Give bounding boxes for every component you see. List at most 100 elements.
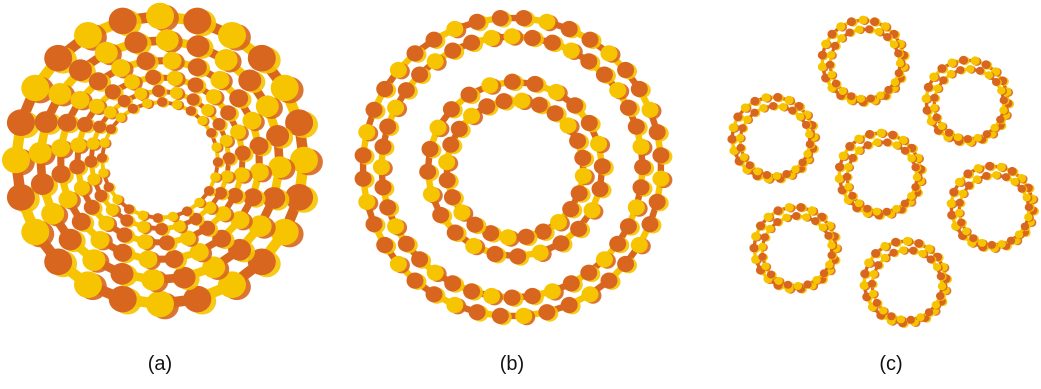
atom-orange xyxy=(561,21,578,37)
atom-orange xyxy=(69,59,92,81)
atom-yellow xyxy=(504,28,521,44)
atom-orange xyxy=(594,158,611,174)
atom-yellow xyxy=(642,102,659,118)
atom-orange xyxy=(398,82,415,98)
atom-yellow xyxy=(590,136,607,152)
atom-yellow xyxy=(761,262,769,270)
atom-yellow xyxy=(423,186,440,202)
atom-orange xyxy=(963,169,972,178)
atom-orange xyxy=(581,115,598,131)
atom-orange xyxy=(883,138,891,146)
atom-yellow xyxy=(998,240,1006,248)
atom-orange xyxy=(927,255,935,263)
atom-yellow xyxy=(111,59,130,77)
atom-yellow xyxy=(879,307,887,315)
atom-orange xyxy=(901,147,909,155)
atom-orange xyxy=(157,97,167,107)
atom-orange xyxy=(784,281,792,289)
atom-orange xyxy=(113,244,132,262)
atom-orange xyxy=(845,142,854,151)
atom-orange xyxy=(173,267,196,289)
atom-yellow xyxy=(548,84,565,100)
atom-orange xyxy=(792,212,800,220)
atom-yellow xyxy=(918,250,926,258)
atom-orange xyxy=(398,236,415,252)
atom-orange xyxy=(949,188,958,197)
atom-orange xyxy=(796,203,805,212)
atom-yellow xyxy=(779,103,787,111)
atom-yellow xyxy=(907,192,915,200)
atom-orange xyxy=(788,107,796,115)
atom-yellow xyxy=(609,82,626,98)
atom-orange xyxy=(873,299,881,307)
atom-yellow xyxy=(112,195,122,205)
atom-orange xyxy=(868,280,876,288)
atom-orange xyxy=(444,43,461,59)
atom-yellow xyxy=(880,242,889,251)
atom-orange xyxy=(1025,203,1033,211)
atom-yellow xyxy=(234,167,250,182)
atom-yellow xyxy=(869,290,877,298)
atom-yellow xyxy=(844,163,852,171)
atom-orange xyxy=(58,114,77,132)
atom-orange xyxy=(803,280,811,288)
atom-yellow xyxy=(156,29,179,51)
atom-orange xyxy=(827,30,836,39)
atom-orange xyxy=(444,275,461,291)
atom-orange xyxy=(895,69,903,77)
atom-yellow xyxy=(387,218,404,234)
atom-orange xyxy=(867,95,875,103)
atom-orange xyxy=(860,269,869,278)
atom-yellow xyxy=(922,94,931,103)
atom-orange xyxy=(187,93,200,105)
atom-yellow xyxy=(791,165,799,173)
atom-yellow xyxy=(91,231,110,249)
atom-orange xyxy=(733,112,742,121)
atom-orange xyxy=(461,87,478,103)
atom-orange xyxy=(828,251,836,259)
atom-yellow xyxy=(21,75,49,102)
atom-yellow xyxy=(761,93,770,102)
atom-orange xyxy=(52,165,71,183)
atom-orange xyxy=(617,256,634,272)
atom-yellow xyxy=(899,246,907,254)
atom-orange xyxy=(153,213,163,223)
atom-yellow xyxy=(836,22,845,31)
atom-yellow xyxy=(201,104,214,116)
atom-yellow xyxy=(855,26,863,34)
atom-yellow xyxy=(215,49,238,71)
atom-orange xyxy=(97,153,107,163)
atom-orange xyxy=(620,218,637,234)
atom-yellow xyxy=(974,164,983,173)
atom-orange xyxy=(376,81,393,97)
atom-yellow xyxy=(390,256,407,272)
atom-orange xyxy=(547,105,564,121)
bundle-tube-6 xyxy=(749,203,842,294)
atom-orange xyxy=(220,105,236,120)
atom-yellow xyxy=(903,237,912,246)
atom-yellow xyxy=(990,124,998,132)
atom-orange xyxy=(983,130,991,138)
atom-yellow xyxy=(992,171,1000,179)
atom-yellow xyxy=(142,99,152,109)
atom-yellow xyxy=(1022,194,1030,202)
atom-orange xyxy=(889,249,897,257)
atom-yellow xyxy=(358,124,375,140)
bundle-tube-2 xyxy=(922,56,1015,147)
atom-orange xyxy=(930,94,938,102)
atom-orange xyxy=(911,183,919,191)
atom-orange xyxy=(544,35,561,51)
atom-orange xyxy=(553,235,570,251)
atom-orange xyxy=(84,200,100,215)
atom-yellow xyxy=(929,73,938,82)
atom-yellow xyxy=(759,104,767,112)
atom-yellow xyxy=(652,171,669,187)
atom-orange xyxy=(957,219,965,227)
atom-yellow xyxy=(463,108,480,124)
atom-orange xyxy=(831,42,839,50)
atom-yellow xyxy=(876,92,884,100)
atom-orange xyxy=(820,269,828,277)
atom-yellow xyxy=(821,40,830,49)
atom-orange xyxy=(1007,237,1015,245)
atom-yellow xyxy=(98,216,114,231)
